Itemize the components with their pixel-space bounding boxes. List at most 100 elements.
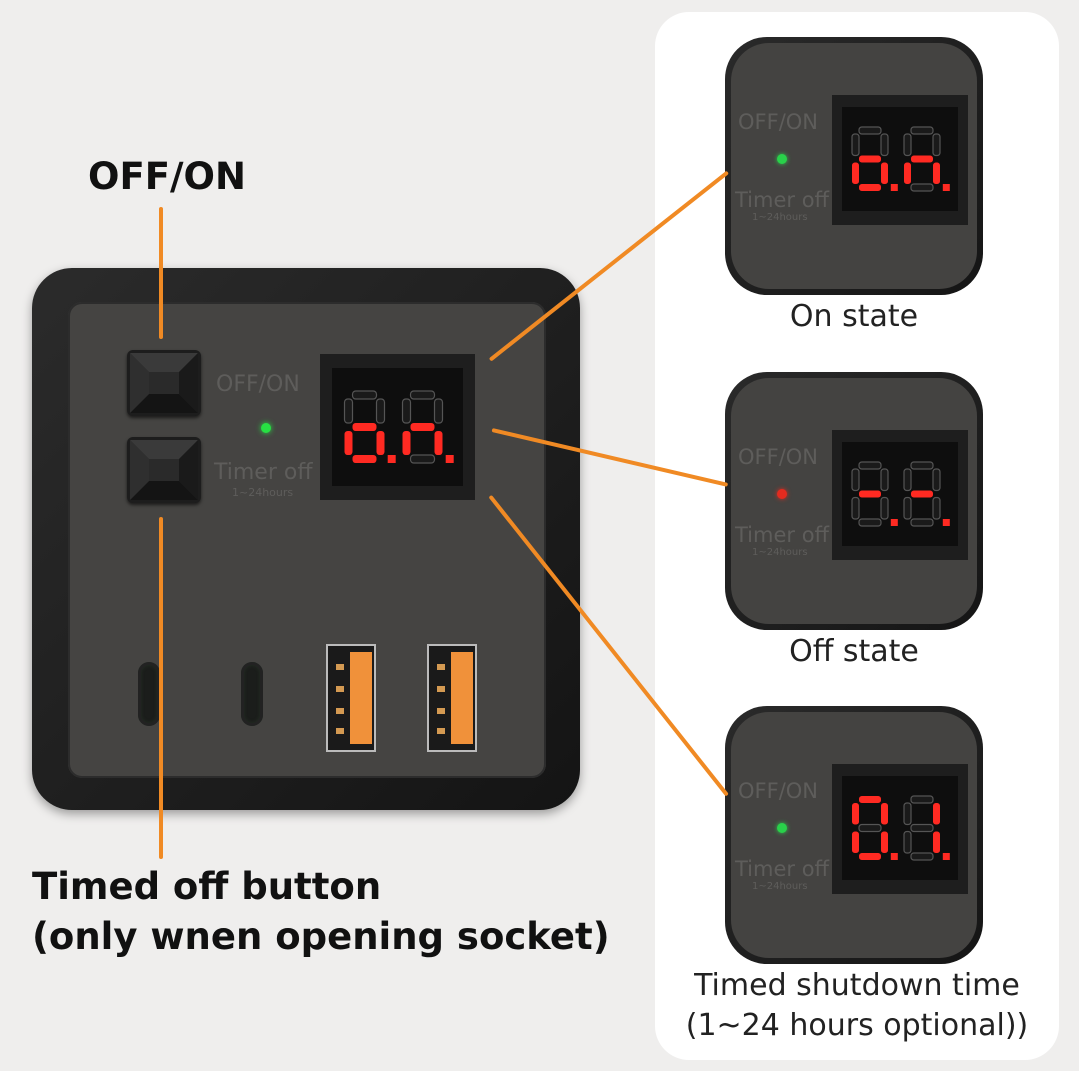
segment-c-lit (434, 431, 443, 455)
segment-a-unlit (409, 390, 436, 400)
segment-g-lit (859, 155, 881, 163)
segment-f-unlit (903, 468, 912, 492)
segment-c-unlit (932, 496, 941, 520)
segment-e-lit (904, 162, 911, 184)
usb-a-port-1 (326, 644, 376, 752)
segment-c-lit (881, 162, 888, 184)
segment-g-lit (410, 423, 435, 431)
segment-b-unlit (880, 133, 889, 157)
device-display (332, 368, 463, 486)
segment-c-lit (881, 831, 888, 853)
segment-d-unlit (910, 183, 934, 192)
state-off-label-bottom: Timer off (735, 523, 830, 547)
segment-a-unlit (351, 390, 378, 400)
device-status-led (261, 423, 271, 433)
segment-c-unlit (880, 496, 889, 520)
caption-timed-line2: (1~24 hours optional)) (685, 1008, 1029, 1043)
caption-off-state: Off state (789, 634, 919, 669)
segment-a-unlit (910, 795, 934, 804)
segment-e-lit (402, 431, 411, 455)
segment-e-unlit (903, 830, 912, 854)
state-timed-label-top: OFF/ON (738, 779, 819, 803)
segment-f-unlit (851, 468, 860, 492)
state-timed-display (842, 776, 958, 880)
decimal-point (890, 853, 898, 860)
segment-b-unlit (932, 468, 941, 492)
decimal-point (445, 455, 454, 463)
segment-e-unlit (851, 496, 860, 520)
segment-e-lit (344, 431, 353, 455)
segment-b-lit (881, 803, 888, 825)
off-on-callout: OFF/ON (88, 155, 246, 198)
segment-f-unlit (851, 133, 860, 157)
segment-b-unlit (375, 398, 386, 424)
segment-g-unlit (858, 823, 882, 833)
state-on-display (842, 107, 958, 211)
segment-e-lit (852, 831, 859, 853)
segment-g-lit (911, 155, 933, 163)
usb-c-port-2 (241, 662, 263, 726)
decimal-point (387, 455, 396, 463)
segment-g-lit (911, 490, 933, 498)
segment-f-lit (852, 803, 859, 825)
state-on-label-top: OFF/ON (738, 110, 819, 134)
timer-off-button[interactable] (127, 437, 201, 503)
state-off-label-top: OFF/ON (738, 445, 819, 469)
off-on-callout-line (159, 207, 163, 339)
device-off-on-label: OFF/ON (216, 372, 300, 397)
segment-b-lit (933, 803, 940, 825)
usb-a-port-2 (427, 644, 477, 752)
state-timed-sublabel: 1~24hours (752, 881, 808, 892)
usb-c-port-1 (138, 662, 160, 726)
state-off-display (842, 442, 958, 546)
segment-a-lit (859, 796, 881, 803)
state-off-segment-display (851, 461, 950, 527)
timer-callout-line (159, 517, 163, 859)
segment-f-unlit (903, 133, 912, 157)
device-timer-label: Timer off (214, 460, 313, 485)
segment-g-lit (859, 490, 881, 498)
caption-timed-line1: Timed shutdown time (694, 968, 1020, 1003)
segment-b-unlit (880, 468, 889, 492)
segment-e-lit (852, 162, 859, 184)
segment-d-lit (859, 184, 881, 191)
segment-d-lit (859, 853, 881, 860)
decimal-point (890, 519, 898, 526)
state-on-label-bottom: Timer off (735, 188, 830, 212)
segment-d-unlit (409, 454, 436, 464)
segment-f-unlit (903, 802, 912, 826)
segment-a-unlit (910, 461, 934, 470)
segment-c-lit (933, 831, 940, 853)
device-segment-display (343, 390, 454, 464)
timer-callout-line2: (only wnen opening socket) (32, 915, 610, 958)
segment-f-unlit (401, 398, 412, 424)
off-on-button[interactable] (127, 350, 201, 416)
state-off-sublabel: 1~24hours (752, 547, 808, 558)
decimal-point (890, 184, 898, 191)
state-off-led (777, 489, 787, 499)
segment-g-lit (352, 423, 377, 431)
segment-c-lit (376, 431, 385, 455)
state-on-led (777, 154, 787, 164)
decimal-point (942, 853, 950, 860)
segment-d-lit (352, 455, 377, 463)
segment-a-unlit (858, 126, 882, 135)
state-timed-led (777, 823, 787, 833)
device-timer-sublabel: 1~24hours (232, 486, 294, 499)
segment-b-unlit (433, 398, 444, 424)
segment-f-unlit (343, 398, 354, 424)
segment-a-unlit (910, 126, 934, 135)
segment-c-lit (933, 162, 940, 184)
state-timed-label-bottom: Timer off (735, 857, 830, 881)
segment-a-unlit (858, 461, 882, 470)
segment-e-unlit (903, 496, 912, 520)
segment-d-unlit (910, 518, 934, 527)
segment-b-unlit (932, 133, 941, 157)
state-timed-segment-display (852, 795, 950, 861)
segment-g-unlit (910, 823, 934, 833)
caption-on-state: On state (789, 299, 919, 334)
decimal-point (942, 184, 950, 191)
segment-d-unlit (910, 852, 934, 861)
decimal-point (942, 519, 950, 526)
state-on-segment-display (851, 126, 950, 192)
